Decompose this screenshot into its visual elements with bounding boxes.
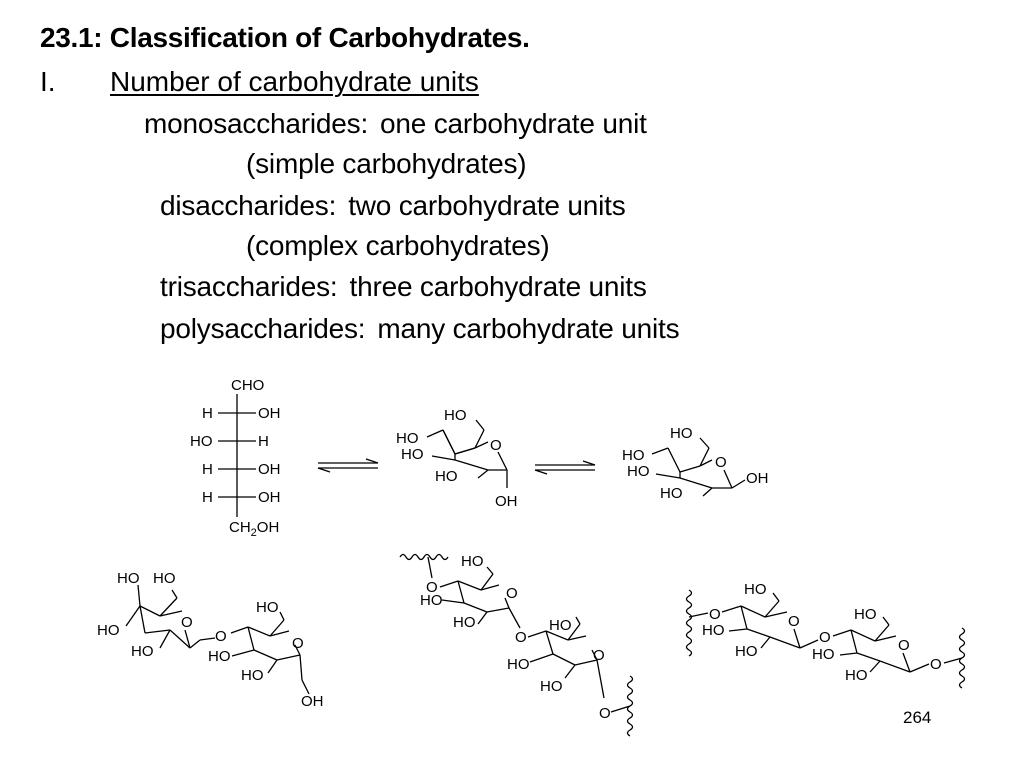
- fischer-row3-right: OH: [258, 461, 281, 478]
- fischer-row2-left: HO: [190, 433, 213, 450]
- c3-oh-label: HO: [627, 463, 650, 480]
- ring2-oxygen-label: O: [593, 647, 605, 664]
- ring2-c3-oh-label: HO: [507, 656, 530, 673]
- class-description: many carbohydrate units: [377, 313, 680, 344]
- ch2oh-label: HO: [670, 425, 693, 442]
- ring1-c2-oh-label: HO: [453, 614, 476, 631]
- note-complex-carbohydrates: (complex carbohydrates): [246, 230, 550, 261]
- class-description: three carbohydrate units: [349, 271, 647, 302]
- ring1-ch2oh-label: HO: [153, 570, 176, 587]
- fischer-ch2oh-label: CH2OH: [229, 519, 279, 539]
- class-polysaccharides: polysaccharides: many carbohydrate units: [160, 313, 680, 345]
- c4-oh-label: HO: [622, 447, 645, 464]
- wavy-bond-icon: [958, 627, 966, 689]
- disaccharide-structure: HO HO HO HO O O HO HO HO O OH: [97, 570, 324, 710]
- anomeric-oh-label: OH: [495, 493, 518, 510]
- fischer-row1-right: OH: [258, 405, 281, 422]
- ring-oxygen-label: O: [490, 437, 502, 454]
- c4-oh-label: HO: [396, 430, 419, 447]
- ring1-c4-oh-label: HO: [117, 570, 140, 587]
- fischer-cho-label: CHO: [231, 377, 264, 394]
- ring1-c3-oh-label: HO: [702, 622, 725, 639]
- fischer-row3-left: H: [202, 461, 213, 478]
- ring2-c3-oh-label: HO: [812, 646, 835, 663]
- anomeric-oh-label: OH: [301, 693, 324, 710]
- wavy-bond-icon: [685, 589, 693, 657]
- ring2-ch2oh-label: HO: [854, 606, 877, 623]
- ring2-ch2oh-label: HO: [256, 599, 279, 616]
- wavy-bond-icon: [626, 675, 634, 737]
- glycosidic-oxygen-label: O: [819, 629, 831, 646]
- link-oxygen-right-label: O: [930, 656, 942, 673]
- fischer-row4-left: H: [202, 489, 213, 506]
- ring2-oxygen-label: O: [292, 635, 304, 652]
- class-term: disaccharides:: [160, 190, 337, 221]
- class-term: polysaccharides:: [160, 313, 366, 344]
- c2-oh-label: HO: [660, 485, 683, 502]
- class-monosaccharides: monosaccharides: one carbohydrate unit: [144, 108, 647, 140]
- ring2-oxygen-label: O: [898, 637, 910, 654]
- anomeric-oh-label: OH: [746, 470, 769, 487]
- slide-title: 23.1: Classification of Carbohydrates.: [40, 22, 530, 53]
- fischer-projection: CHO H OH HO H H OH H OH CH2OH: [190, 377, 281, 539]
- cellulose-fragment: O HO HO HO O O: [685, 581, 966, 689]
- link-oxygen-top-label: O: [426, 579, 438, 596]
- ring2-c2-oh-label: HO: [845, 667, 868, 684]
- ring1-oxygen-label: O: [181, 614, 193, 631]
- ring-oxygen-label: O: [715, 454, 727, 471]
- ring1-ch2oh-label: HO: [461, 553, 484, 570]
- class-description: one carbohydrate unit: [380, 108, 647, 139]
- equilibrium-arrows-icon: [317, 458, 379, 473]
- ring1-oxygen-label: O: [788, 613, 800, 630]
- equilibrium-arrows-icon: [534, 460, 596, 475]
- link-oxygen-left-label: O: [709, 606, 721, 623]
- beta-glucopyranose: HO HO HO HO O OH: [622, 425, 769, 502]
- class-term: monosaccharides:: [144, 108, 369, 139]
- ring2-c2-oh-label: HO: [540, 678, 563, 695]
- section-numeral: I.: [40, 66, 56, 97]
- ring2-c3-oh-label: HO: [208, 648, 231, 665]
- class-description: two carbohydrate units: [348, 190, 626, 221]
- ring2-ch2oh-label: HO: [549, 617, 572, 634]
- ring1-c2-oh-label: HO: [735, 643, 758, 660]
- wavy-bond-icon: [399, 553, 449, 561]
- class-term: trisaccharides:: [160, 271, 338, 302]
- glycosidic-oxygen-label: O: [515, 629, 527, 646]
- ring1-c2-oh-label: HO: [131, 643, 154, 660]
- ring1-oxygen-label: O: [506, 585, 518, 602]
- ch2oh-label: HO: [444, 407, 467, 424]
- ring1-c3-oh-label: HO: [97, 622, 120, 639]
- class-disaccharides: disaccharides: two carbohydrate units: [160, 190, 626, 222]
- c2-oh-label: HO: [435, 468, 458, 485]
- c3-oh-label: HO: [401, 446, 424, 463]
- fischer-row2-right: H: [258, 433, 269, 450]
- amylose-fragment: O HO HO HO O O: [399, 553, 634, 737]
- fischer-row4-right: OH: [258, 489, 281, 506]
- section-heading: I. Number of carbohydrate units: [40, 66, 479, 98]
- ring2-c2-oh-label: HO: [241, 667, 264, 684]
- note-simple-carbohydrates: (simple carbohydrates): [246, 148, 527, 179]
- fischer-row1-left: H: [202, 405, 213, 422]
- alpha-glucopyranose: HO HO HO HO O OH: [396, 407, 518, 510]
- ring1-ch2oh-label: HO: [744, 581, 767, 598]
- section-title: Number of carbohydrate units: [110, 66, 479, 97]
- class-trisaccharides: trisaccharides: three carbohydrate units: [160, 271, 647, 303]
- link-oxygen-bottom-label: O: [599, 705, 611, 722]
- ring1-c3-oh-label: HO: [420, 592, 443, 609]
- page-number: 264: [903, 708, 932, 727]
- glycosidic-oxygen-label: O: [215, 628, 227, 645]
